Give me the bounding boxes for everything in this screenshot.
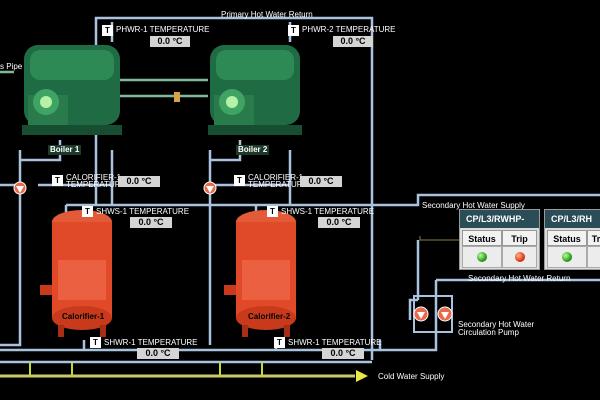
calorifier-2-label: Calorifier-2 bbox=[248, 312, 291, 321]
boiler-2-graphic bbox=[208, 45, 302, 135]
shws2-label: SHWS-1 TEMPERATURE bbox=[281, 207, 375, 216]
phwr2-label: PHWR-2 TEMPERATURE bbox=[302, 25, 396, 34]
cal1-label-1: CALORIFIER-1 bbox=[66, 173, 122, 182]
panel-2-title: CP/L3/RH bbox=[545, 210, 600, 228]
trip-led-icon bbox=[515, 252, 525, 262]
status-led-icon bbox=[562, 252, 572, 262]
cal1-value: 0.0 °C bbox=[118, 176, 160, 187]
temp-tag-icon: T bbox=[102, 25, 113, 36]
status-led-icon bbox=[477, 252, 487, 262]
temp-tag-icon: T bbox=[267, 206, 278, 217]
temp-tag-icon: T bbox=[52, 175, 63, 186]
pump-label-1: Secondary Hot Water bbox=[458, 320, 535, 329]
phwr2-value: 0.0 °C bbox=[333, 36, 373, 47]
temp-tag-icon: T bbox=[90, 337, 101, 348]
pipe-left-label: s Pipe bbox=[0, 62, 23, 71]
cold-supply-label: Cold Water Supply bbox=[378, 372, 445, 381]
panel-1-status-cell bbox=[462, 246, 502, 268]
shws1-value: 0.0 °C bbox=[130, 217, 172, 228]
secondary-supply-label: Secondary Hot Water Supply bbox=[422, 201, 525, 210]
cal2-value: 0.0 °C bbox=[300, 176, 342, 187]
cal2-label-2: TEMPERATURE bbox=[248, 180, 308, 189]
shwr2-label: SHWR-1 TEMPERATURE bbox=[288, 338, 382, 347]
panel-1-status-header: Status bbox=[462, 230, 502, 246]
circulation-pump-icon bbox=[413, 295, 453, 333]
calorifier-2-graphic bbox=[224, 210, 296, 337]
temp-tag-icon: T bbox=[274, 337, 285, 348]
cal2-label-1: CALORIFIER-1 bbox=[248, 173, 304, 182]
boiler-2-label: Boiler 2 bbox=[236, 145, 270, 155]
cold-water-arrow-icon bbox=[356, 370, 368, 382]
calorifier-1-label: Calorifier-1 bbox=[62, 312, 105, 321]
boiler-1-label: Boiler 1 bbox=[48, 145, 82, 155]
valve-icon bbox=[174, 92, 180, 102]
control-panel-2[interactable]: CP/L3/RH Status Tr bbox=[544, 209, 600, 270]
pump-1-icon bbox=[13, 181, 27, 195]
temp-tag-icon: T bbox=[82, 206, 93, 217]
pump-label-2: Circulation Pump bbox=[458, 328, 519, 337]
panel-1-trip-cell bbox=[502, 246, 537, 268]
cal1-label-2: TEMPERATURE bbox=[66, 180, 126, 189]
panel-1-title: CP/L3/RWHP- bbox=[460, 210, 539, 228]
temp-tag-icon: T bbox=[288, 25, 299, 36]
panel-2-status-cell bbox=[547, 246, 587, 268]
shws1-label: SHWS-1 TEMPERATURE bbox=[96, 207, 190, 216]
secondary-return-label: Secondary Hot Water Return bbox=[468, 274, 571, 283]
calorifier-1-graphic bbox=[40, 210, 112, 337]
panel-1-trip-header: Trip bbox=[502, 230, 537, 246]
shwr1-value: 0.0 °C bbox=[137, 348, 179, 359]
shwr2-value: 0.0 °C bbox=[322, 348, 364, 359]
shws2-value: 0.0 °C bbox=[318, 217, 360, 228]
panel-2-status-header: Status bbox=[547, 230, 587, 246]
panel-2-trip-cell bbox=[587, 246, 600, 268]
phwr1-label: PHWR-1 TEMPERATURE bbox=[116, 25, 210, 34]
panel-2-trip-header: Tr bbox=[587, 230, 600, 246]
boiler-1-graphic bbox=[22, 45, 122, 135]
phwr1-value: 0.0 °C bbox=[150, 36, 190, 47]
control-panel-1[interactable]: CP/L3/RWHP- Status Trip bbox=[459, 209, 540, 270]
shwr1-label: SHWR-1 TEMPERATURE bbox=[104, 338, 198, 347]
primary-return-label: Primary Hot Water Return bbox=[221, 10, 313, 19]
pump-2-icon bbox=[203, 181, 217, 195]
temp-tag-icon: T bbox=[234, 175, 245, 186]
